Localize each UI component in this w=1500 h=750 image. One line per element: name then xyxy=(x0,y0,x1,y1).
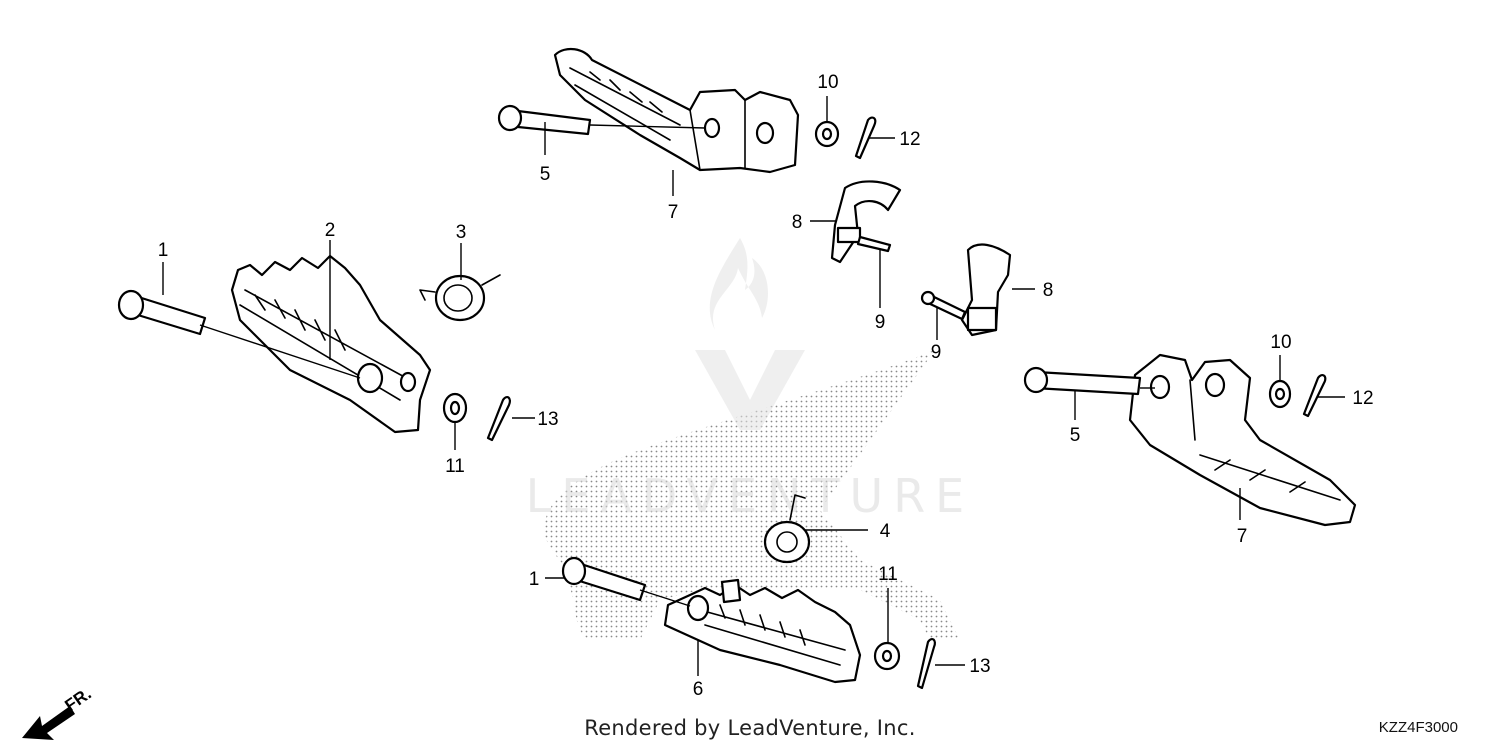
washer-11-left xyxy=(442,392,468,424)
bracket-7-right xyxy=(1128,353,1357,527)
pin-5-upper xyxy=(497,104,592,136)
diagram-code: KZZ4F3000 xyxy=(1378,719,1458,736)
pin-1-lower xyxy=(561,556,647,602)
bracket-7-upper xyxy=(553,47,800,174)
callout-12: 12 xyxy=(1352,388,1373,409)
callout-3: 3 xyxy=(456,222,467,243)
bolt-9-center xyxy=(856,235,892,253)
callout-12: 12 xyxy=(899,129,920,150)
callout-7: 7 xyxy=(668,202,679,223)
callout-11: 11 xyxy=(878,564,898,585)
callout-10: 10 xyxy=(817,72,838,93)
callout-2: 2 xyxy=(325,220,336,241)
callout-8: 8 xyxy=(1043,280,1054,301)
washer-10-right xyxy=(1268,379,1292,409)
callout-5: 5 xyxy=(540,164,551,185)
callout-13: 13 xyxy=(969,656,990,677)
callout-11: 11 xyxy=(445,456,465,477)
footpeg-2-left xyxy=(230,254,432,434)
washer-11-lower xyxy=(873,641,901,671)
callout-6: 6 xyxy=(693,679,704,700)
pin-1-left xyxy=(117,289,207,336)
clamp-8-right xyxy=(960,243,1012,337)
shadow-region xyxy=(544,350,960,640)
cotter-pin-12-right xyxy=(1302,374,1327,418)
callout-numbers: 1 2 3 11 13 5 7 10 12 8 9 9 8 10 12 5 7 … xyxy=(158,72,1374,700)
washer-10-upper xyxy=(814,120,840,148)
callout-10: 10 xyxy=(1270,332,1291,353)
watermark-text: LEADVENTURE xyxy=(526,469,975,523)
spring-3 xyxy=(419,274,501,322)
pin-5-right xyxy=(1023,366,1142,396)
callout-13: 13 xyxy=(537,409,558,430)
callout-9: 9 xyxy=(931,342,942,363)
clamp-8-center xyxy=(830,180,902,264)
cotter-pin-12-upper xyxy=(854,116,877,160)
front-arrow-icon xyxy=(22,706,75,740)
leader-lines xyxy=(162,96,1345,676)
bolt-9-right xyxy=(920,290,967,321)
footpeg-6-lower xyxy=(663,578,862,684)
callout-5: 5 xyxy=(1070,425,1081,446)
leadventure-watermark: LEADVENTURE xyxy=(526,238,975,523)
callout-4: 4 xyxy=(880,521,891,542)
callout-1: 1 xyxy=(529,569,540,590)
cotter-pin-13-left xyxy=(486,396,511,442)
spring-4 xyxy=(763,494,811,564)
render-credit: Rendered by LeadVenture, Inc. xyxy=(584,716,916,740)
callout-7: 7 xyxy=(1237,526,1248,547)
callout-8: 8 xyxy=(792,212,803,233)
callout-9: 9 xyxy=(875,312,886,333)
callout-1: 1 xyxy=(158,240,169,261)
cotter-pin-13-lower xyxy=(916,638,936,690)
